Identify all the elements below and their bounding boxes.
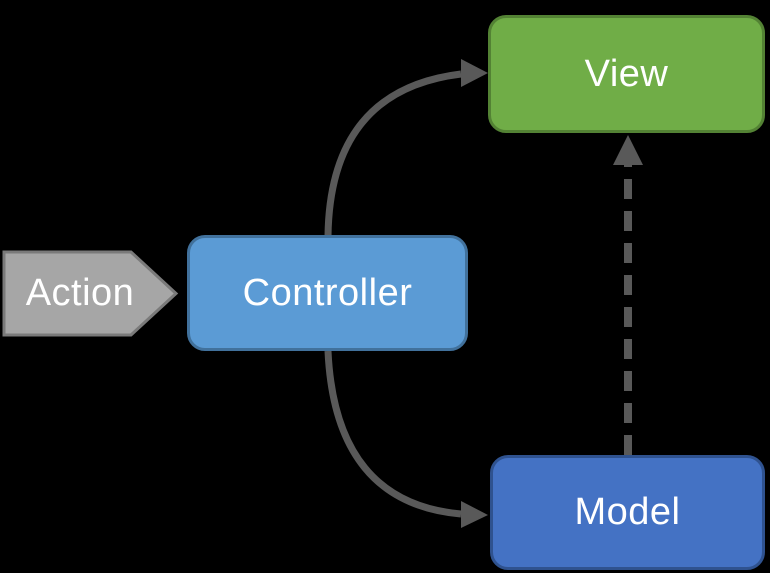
node-action-label: Action <box>25 272 135 314</box>
edge-controller-to-model <box>324 350 462 518</box>
node-controller: Controller <box>187 235 468 351</box>
node-model-label: Model <box>574 491 681 533</box>
node-controller-label: Controller <box>242 271 413 314</box>
arrowhead-model-to-view <box>613 135 643 165</box>
arrowhead-controller-to-view <box>461 59 488 87</box>
action-pentagon-shape <box>2 250 179 337</box>
arrowhead-controller-to-model <box>461 501 488 528</box>
node-view-label: View <box>584 52 669 95</box>
node-model: Model <box>490 455 765 570</box>
edge-controller-to-view <box>324 70 462 237</box>
node-view: View <box>488 15 765 133</box>
